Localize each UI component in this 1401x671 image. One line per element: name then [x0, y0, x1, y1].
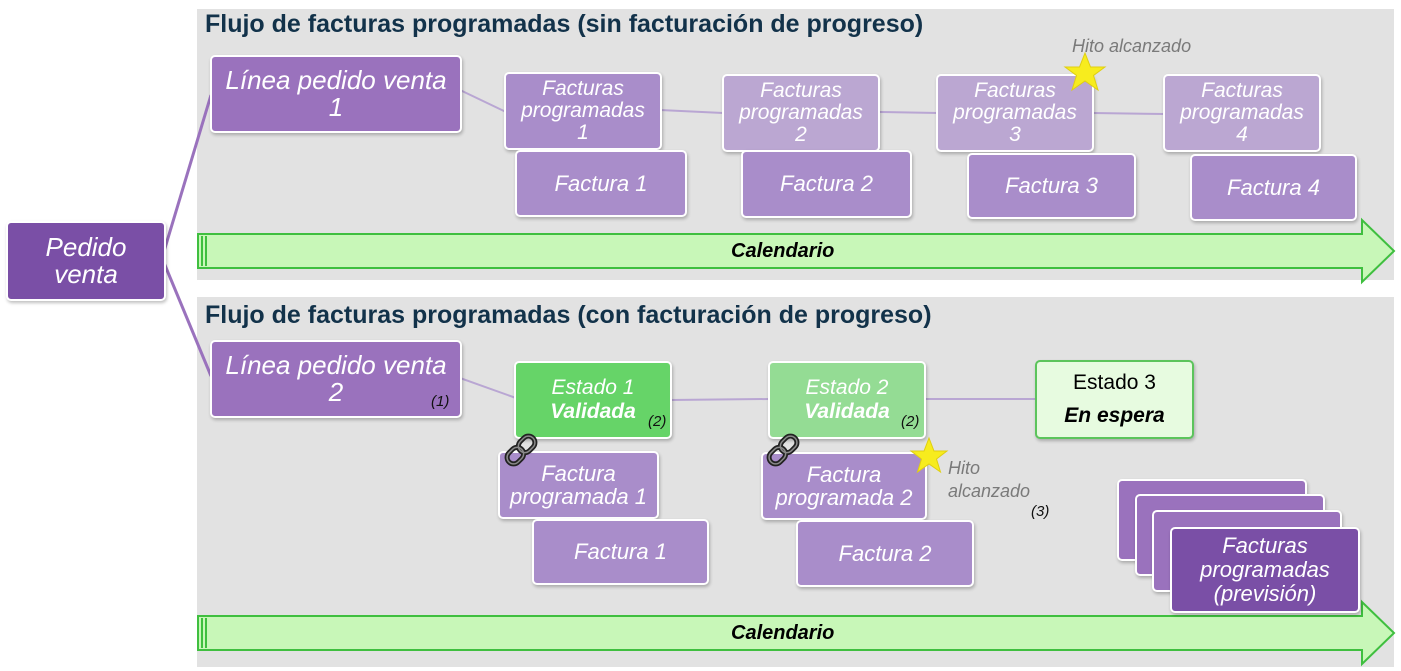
scheduled-4-line1: Facturas	[1201, 78, 1283, 102]
order-line2: venta	[54, 259, 118, 289]
forecast-line1: Facturas	[1222, 532, 1308, 558]
forecast-line3: (previsión)	[1213, 581, 1317, 607]
milestone-label-bottom: Hito alcanzado	[948, 457, 1030, 502]
invoice-box-2[interactable]: Factura 2	[741, 150, 912, 218]
scheduled-b1-line2: programada 1	[510, 484, 647, 509]
milestone-bottom-line1: Hito	[948, 458, 981, 478]
milestone-label-top: Hito alcanzado	[1072, 36, 1192, 56]
scheduled-b2-line1: Factura	[806, 461, 882, 487]
order-line-box-1[interactable]: Línea pedido venta 1	[210, 55, 462, 133]
order-line-2-line2: 2	[328, 377, 344, 407]
bottom-title: Flujo de facturas programadas (con factu…	[205, 301, 932, 329]
state-box-2[interactable]: Estado 2 Validada	[768, 361, 926, 439]
scheduled-3-line3: 3	[1009, 123, 1021, 147]
state-box-3[interactable]: Estado 3 En espera	[1035, 360, 1194, 439]
invoice-box-4[interactable]: Factura 4	[1190, 154, 1357, 221]
calendar-arrow-top	[197, 217, 1396, 285]
scheduled-4-line3: 4	[1236, 123, 1248, 147]
scheduled-invoice-box-b1[interactable]: Factura programada 1	[498, 451, 659, 519]
invoice-box-b1[interactable]: Factura 1	[532, 519, 709, 585]
invoice-b2-label: Factura 2	[838, 540, 932, 566]
order-line-1-line2: 1	[328, 92, 344, 122]
invoice-box-b2[interactable]: Factura 2	[796, 520, 974, 587]
scheduled-2-line1: Facturas	[760, 78, 842, 102]
scheduled-invoice-box-4[interactable]: Facturas programadas 4	[1163, 74, 1321, 152]
scheduled-3-line1: Facturas	[974, 78, 1056, 102]
state-2-line2: Validada	[804, 400, 890, 423]
scheduled-invoice-box-2[interactable]: Facturas programadas 2	[722, 74, 880, 152]
scheduled-4-line2: programadas	[1180, 100, 1304, 124]
order-box[interactable]: Pedido venta	[6, 221, 166, 301]
forecast-box[interactable]: Facturas programadas (previsión)	[1170, 527, 1360, 613]
milestone-bottom-line2: alcanzado	[948, 480, 1031, 501]
invoice-4-label: Factura 4	[1227, 174, 1320, 200]
scheduled-1-line1: Facturas	[542, 76, 624, 100]
scheduled-b1-line1: Factura	[541, 460, 616, 486]
invoice-3-label: Factura 3	[1005, 173, 1098, 199]
scheduled-invoice-box-3[interactable]: Facturas programadas 3	[936, 74, 1094, 152]
order-line-box-2[interactable]: Línea pedido venta 2	[210, 340, 462, 418]
milestone-bottom-note: (3)	[1031, 503, 1050, 520]
invoice-2-label: Factura 2	[780, 171, 873, 197]
order-line-2-line1: Línea pedido venta	[225, 349, 447, 380]
scheduled-3-line2: programadas	[953, 100, 1077, 124]
scheduled-invoice-box-b2[interactable]: Factura programada 2	[761, 452, 927, 520]
calendar-arrow-bottom	[197, 599, 1396, 667]
invoice-box-1[interactable]: Factura 1	[515, 150, 687, 217]
scheduled-b2-line2: programada 2	[775, 485, 913, 510]
scheduled-1-line3: 1	[577, 121, 589, 145]
invoice-1-label: Factura 1	[554, 170, 648, 196]
invoice-b1-label: Factura 1	[574, 539, 667, 565]
order-line-1-line1: Línea pedido venta	[225, 64, 447, 95]
state-1-note: (2)	[648, 413, 667, 430]
calendar-label-bottom: Calendario	[731, 622, 835, 644]
state-2-note: (2)	[901, 413, 920, 430]
top-title: Flujo de facturas programadas (sin factu…	[205, 10, 924, 38]
order-line-2-note: (1)	[431, 393, 450, 410]
state-2-line1: Estado 2	[805, 375, 889, 399]
scheduled-invoice-box-1[interactable]: Facturas programadas 1	[504, 72, 662, 150]
invoice-box-3[interactable]: Factura 3	[967, 153, 1136, 219]
state-3-line2: En espera	[1064, 403, 1165, 427]
state-1-line1: Estado 1	[551, 375, 635, 399]
scheduled-2-line2: programadas	[739, 100, 863, 124]
scheduled-1-line2: programadas	[521, 98, 645, 122]
calendar-label-top: Calendario	[731, 240, 835, 262]
forecast-line2: programadas	[1200, 556, 1330, 582]
order-line1: Pedido	[45, 231, 127, 262]
scheduled-2-line3: 2	[795, 123, 807, 147]
state-1-line2: Validada	[550, 400, 636, 423]
state-3-line1: Estado 3	[1073, 371, 1156, 395]
state-box-1[interactable]: Estado 1 Validada	[514, 361, 672, 439]
